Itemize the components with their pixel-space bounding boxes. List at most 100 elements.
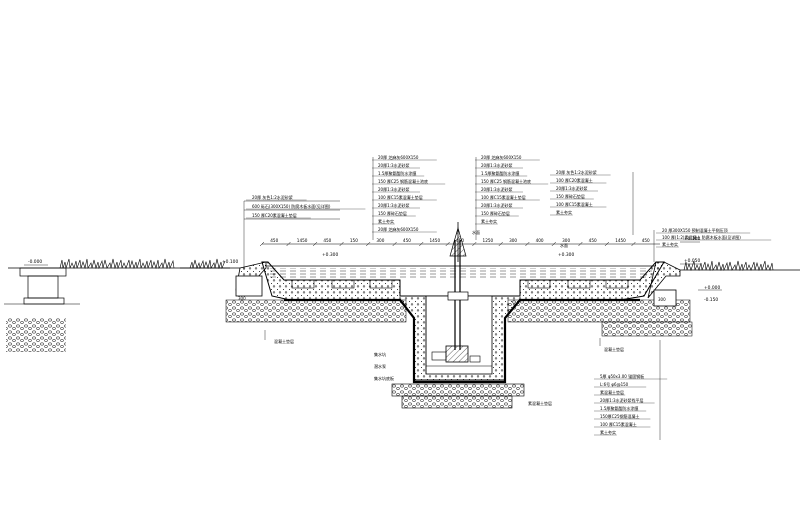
- right-callout-line: 20 厚300X150 预制混凝土平侧压顶: [662, 227, 728, 233]
- center-right-callout-line: 素土夯实: [481, 218, 497, 224]
- left-callout-line: 150 厚C20素混凝土垫层: [252, 212, 297, 218]
- center-left-callout-line: 20厚1:3水泥砂浆: [378, 186, 410, 192]
- center-right-callout: 20厚 芝麻灰600X150 20厚1:3水泥砂浆 1.5厚聚氨酯防水涂膜 150 厚…: [475, 154, 549, 225]
- dimension-value: 1450: [615, 238, 626, 243]
- dimension-value: 1450: [297, 238, 308, 243]
- label-left-bottom: 混凝土垫层: [274, 338, 294, 344]
- level-right-edge-1: +0.100: [684, 236, 700, 242]
- center-left-callout-line: 20厚 芝麻灰600X150: [378, 226, 419, 232]
- right-top-callout-line: 150 厚碎石垫层: [556, 193, 585, 199]
- center-right-callout-line: 1.5厚聚氨酯防水涂膜: [481, 170, 519, 176]
- center-left-callout: 20厚 芝麻灰600X150 20厚1:3水泥砂浆 1.5厚聚氨酯防水涂膜 150 厚…: [372, 154, 446, 233]
- label-sump: 潜水泵: [374, 363, 386, 369]
- level-pool-water: +0.300: [322, 252, 338, 258]
- bottom-right-callout-line: 150厚C25钢筋混凝土: [600, 413, 640, 419]
- pool-structure: 300: [180, 222, 693, 409]
- center-left-callout-line: 150 厚碎石垫层: [378, 210, 407, 216]
- bottom-right-callout-line: 100 厚C15素混凝土: [600, 421, 637, 427]
- right-top-callout-line: 20厚 灰色1:2水泥砂浆: [556, 169, 597, 175]
- center-left-callout-line: 20厚 芝麻灰600X150: [378, 154, 419, 160]
- left-callout-line: 600 砾石(300X150) 防腐木板水面(见详图): [252, 203, 331, 209]
- label-pump-pit: 集水坑: [374, 351, 386, 357]
- bottom-right-callout-line: L:6号 φ6@150: [600, 381, 629, 387]
- center-right-callout-line: 150 厚碎石垫层: [481, 210, 510, 216]
- level-pool-edge-left: +0.100: [222, 259, 238, 265]
- left-callout: 20厚 灰色1:2水泥砂浆 600 砾石(300X150) 防腐木板水面(见详图)…: [246, 194, 366, 219]
- dimension-tick: [445, 241, 450, 247]
- dimension-tick: [498, 241, 503, 247]
- center-right-callout-line: 20厚1:3水泥砂浆: [481, 162, 513, 168]
- dimension-line: 450 1450 450 150 300 450 1450 450 1250 300 400 300 4…: [259, 238, 660, 247]
- center-left-callout-line: 素土夯实: [378, 218, 394, 224]
- center-right-callout-line: 20厚1:3水泥砂浆: [481, 186, 513, 192]
- right-top-callout-line: 100 厚C20素混凝土: [556, 177, 593, 183]
- level-right-ground: +0.000: [704, 285, 720, 291]
- label-water: 水面: [472, 229, 480, 235]
- bottom-right-callout-line: 1.5厚聚氨酯防水涂膜: [600, 405, 638, 411]
- left-ground-area: -0.000: [4, 258, 230, 352]
- dimension-value: 300: [376, 238, 384, 243]
- dimension-value: 450: [403, 238, 411, 243]
- label-pump-pit-floor: 集水坑底板: [374, 375, 394, 381]
- left-callout-line: 20厚 灰色1:2水泥砂浆: [252, 194, 293, 200]
- center-right-callout-line: 100 厚C15素混凝土垫层: [481, 194, 526, 200]
- dimension-tick: [286, 241, 291, 247]
- center-left-callout-line: 150 厚C25 钢筋混凝土池底: [378, 178, 428, 184]
- center-left-callout-line: 100 厚C15素混凝土垫层: [378, 194, 423, 200]
- dimension-tick: [312, 241, 318, 247]
- right-top-callout-line: 100 厚C15素混凝土: [556, 201, 593, 207]
- label-right-bottom: 混凝土垫层: [604, 346, 624, 352]
- bottom-right-callout: 5厚 φ50x3.00 锚固钢板 L:6号 φ6@150 素混凝土垫层 20厚1:3水…: [594, 373, 668, 436]
- dimension-tick: [604, 241, 610, 247]
- right-callout-line: 素土夯实: [662, 241, 678, 247]
- dimension-tick: [419, 241, 424, 247]
- label-water-2: 水面: [560, 242, 568, 248]
- dimension-value: 300: [562, 238, 570, 243]
- dimension-value: 450: [456, 238, 464, 243]
- dimension-value: 1250: [483, 238, 494, 243]
- dimension-tick: [365, 241, 371, 247]
- right-top-callout: 20厚 灰色1:2水泥砂浆 100 厚C20素混凝土 20厚1:3水泥砂浆 150 厚…: [550, 169, 611, 216]
- dimension-tick: [578, 241, 583, 247]
- callout-leaders: [243, 157, 661, 440]
- dimension-value: 450: [589, 238, 597, 243]
- center-left-callout-line: 20厚1:3水泥砂浆: [378, 202, 410, 208]
- level-pool-water-mid: +0.300: [558, 252, 574, 258]
- dimension-value: 450: [642, 238, 650, 243]
- right-top-callout-line: 素土夯实: [556, 209, 572, 215]
- center-left-callout-line: 20厚1:3水泥砂浆: [378, 162, 410, 168]
- bottom-right-callout-line: 素混凝土垫层: [600, 389, 624, 395]
- center-left-callout-line: 1.5厚聚氨酯防水涂膜: [378, 170, 416, 176]
- dimension-tick: [631, 241, 636, 247]
- dimension-tick: [551, 241, 557, 247]
- dimension-value: 450: [270, 238, 278, 243]
- dimension-tick: [525, 241, 530, 247]
- bottom-right-callout-line: 20厚1:3水泥砂浆找平层: [600, 397, 644, 403]
- right-block-label: 300: [658, 297, 666, 302]
- dimension-value: 150: [350, 238, 358, 243]
- dimension-tick: [339, 241, 344, 247]
- level-markers: +0.100 +0.300 +0.300 +0.100 +0.050 +0.00…: [222, 236, 722, 303]
- dimension-tick: [259, 241, 265, 247]
- center-right-callout-line: 20厚 芝麻灰600X150: [481, 154, 522, 160]
- bottom-right-callout-line: 素土夯实: [600, 429, 616, 435]
- dimension-value: 400: [536, 238, 544, 243]
- center-right-callout-line: 20厚1:3水泥砂浆: [481, 202, 513, 208]
- dimension-tick: [392, 241, 397, 247]
- level-right-low: -0.150: [704, 297, 718, 303]
- bottom-right-callout-line: 5厚 φ50x3.00 锚固钢板: [600, 373, 644, 379]
- right-top-callout-line: 20厚1:3水泥砂浆: [556, 185, 588, 191]
- label-center-bottom: 素混凝土垫层: [528, 400, 552, 406]
- center-right-callout-line: 150 厚C25 钢筋混凝土池底: [481, 178, 531, 184]
- dimension-value: 450: [323, 238, 331, 243]
- dimension-value: 300: [509, 238, 517, 243]
- right-callout-line: 100 厚(1:2)素混凝土 防腐木板水面(见详图): [662, 234, 741, 240]
- dimension-tick: [472, 241, 477, 247]
- level-left-ground: -0.000: [28, 259, 42, 265]
- left-block-label: 300: [238, 296, 246, 301]
- dimension-value: 1450: [429, 238, 440, 243]
- right-ground-area: [189, 258, 800, 272]
- level-right-edge-2: +0.050: [684, 258, 700, 264]
